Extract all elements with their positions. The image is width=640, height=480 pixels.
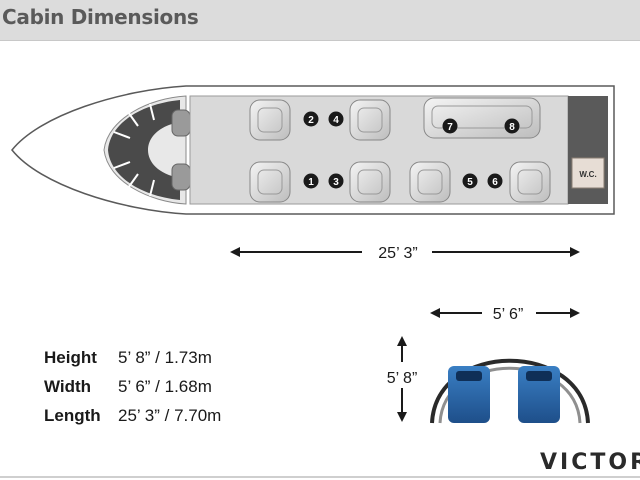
seat	[509, 161, 551, 203]
spec-label: Length	[44, 406, 101, 425]
seat	[409, 161, 451, 203]
seat	[249, 99, 291, 141]
svg-text:3: 3	[333, 177, 339, 188]
seat-number: 2	[303, 111, 319, 127]
cockpit	[103, 95, 191, 205]
svg-text:2: 2	[308, 115, 314, 126]
svg-text:5: 5	[467, 177, 473, 188]
spec-row-length: Length 25’ 3” / 7.70m	[44, 406, 221, 426]
seat	[249, 161, 291, 203]
spec-value: 25’ 3” / 7.70m	[118, 406, 222, 425]
cross-width-label: 5’ 6”	[493, 306, 524, 323]
seat-number: 5	[462, 173, 478, 189]
cross-width-dimension	[430, 308, 580, 318]
lavatory	[571, 157, 605, 189]
page-title: Cabin Dimensions	[2, 5, 199, 29]
seat-number: 7	[442, 118, 458, 134]
svg-text:4: 4	[333, 115, 339, 126]
cross-height-label: 5’ 8”	[387, 370, 418, 387]
spec-row-width: Width 5’ 6” / 1.68m	[44, 377, 212, 397]
svg-text:8: 8	[509, 122, 515, 133]
spec-label: Height	[44, 348, 97, 367]
spec-row-height: Height 5’ 8” / 1.73m	[44, 348, 212, 368]
seat-blue	[518, 366, 560, 423]
svg-text:6: 6	[492, 177, 498, 188]
seat-blue	[448, 366, 490, 423]
svg-text:1: 1	[308, 177, 314, 188]
lavatory-label: W.C.	[579, 170, 596, 179]
seat	[349, 99, 391, 141]
seat-number: 8	[504, 118, 520, 134]
footer-divider	[0, 476, 640, 478]
seat-number: 1	[303, 173, 319, 189]
cross-section	[430, 358, 590, 424]
cabin-diagram: W.C. 2 4 1 3 5 6 7 8 25’ 3”	[11, 85, 615, 424]
spec-value: 5’ 8” / 1.73m	[118, 348, 212, 367]
seat-number: 6	[487, 173, 503, 189]
cabin-length-dimension	[230, 247, 580, 257]
svg-text:7: 7	[447, 122, 453, 133]
header-bar: Cabin Dimensions	[0, 0, 640, 41]
seat-number: 3	[328, 173, 344, 189]
cross-height-dimension	[397, 336, 407, 422]
cabin-length-label: 25’ 3”	[378, 245, 417, 262]
spec-label: Width	[44, 377, 92, 396]
brand-logo: VICTOR	[540, 450, 640, 475]
spec-value: 5’ 6” / 1.68m	[118, 377, 212, 396]
divan-seat	[423, 97, 541, 139]
seat-number: 4	[328, 111, 344, 127]
seat	[349, 161, 391, 203]
